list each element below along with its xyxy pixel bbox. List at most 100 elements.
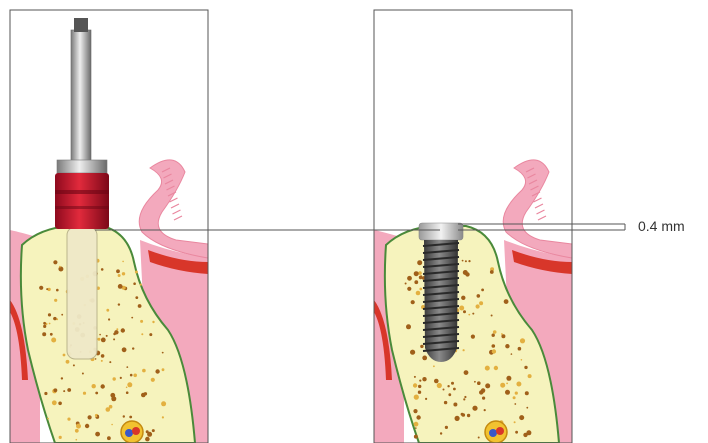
bone-pore xyxy=(98,338,101,341)
measurement-label: 0.4 mm xyxy=(638,218,685,234)
bone-pore xyxy=(476,304,480,308)
bone-pore xyxy=(53,260,57,264)
bone-pore xyxy=(419,288,422,291)
bone-pore xyxy=(73,364,75,366)
bone-pore xyxy=(415,427,417,429)
bone-pore xyxy=(453,403,457,407)
bone-pore xyxy=(516,382,521,387)
bone-pore xyxy=(146,430,149,433)
bone-pore xyxy=(122,261,124,263)
bone-pore xyxy=(425,398,427,400)
bone-pore xyxy=(101,354,105,358)
bone-pore xyxy=(463,270,468,275)
bone-pore xyxy=(481,388,485,392)
bone-pore xyxy=(461,413,464,416)
gauge-shaft xyxy=(71,30,91,162)
bone-pore xyxy=(506,376,511,381)
bone-pore xyxy=(414,395,419,400)
gauge-red-sleeve xyxy=(55,173,109,229)
bone-pore xyxy=(61,377,63,379)
bone-pore xyxy=(51,338,56,343)
bone-pore xyxy=(67,418,70,421)
bone-pore xyxy=(414,271,419,276)
bone-pore xyxy=(56,289,59,292)
bone-pore xyxy=(129,416,132,419)
bone-pore xyxy=(434,379,439,384)
bone-pore xyxy=(465,260,467,262)
bone-pore xyxy=(118,274,121,277)
bone-pore xyxy=(162,416,164,418)
bone-pore xyxy=(414,280,418,284)
bone-pore xyxy=(459,306,464,311)
gum-ridge xyxy=(174,216,182,220)
bone-pore xyxy=(471,335,475,339)
bone-pore xyxy=(494,366,498,370)
bone-pore xyxy=(482,397,485,400)
bone-pore xyxy=(485,383,490,388)
bone-pore xyxy=(418,385,421,388)
bone-pore xyxy=(418,271,422,275)
bone-pore xyxy=(95,432,100,437)
bone-pore xyxy=(524,366,527,369)
bone-pore xyxy=(453,388,456,391)
bone-pore xyxy=(67,388,71,392)
bone-pore xyxy=(75,429,79,433)
bone-pore xyxy=(50,333,53,336)
bone-pore xyxy=(58,402,62,406)
bone-pore xyxy=(130,374,133,377)
bone-pore xyxy=(76,439,78,441)
bone-pore xyxy=(463,349,465,351)
bone-pore xyxy=(47,418,49,420)
bone-pore xyxy=(443,389,445,391)
bone-pore xyxy=(108,318,110,320)
bone-pore xyxy=(477,381,481,385)
bone-pore xyxy=(490,270,494,274)
bone-pore xyxy=(61,314,63,316)
bone-pore xyxy=(504,299,509,304)
bone-pore xyxy=(110,393,115,398)
bone-pore xyxy=(505,344,509,348)
bone-pore xyxy=(42,332,46,336)
bone-pore xyxy=(113,338,115,340)
bone-pore xyxy=(85,424,89,428)
bone-pore xyxy=(99,334,101,336)
bone-pore xyxy=(49,323,51,325)
bone-pore xyxy=(101,268,104,271)
bone-pore xyxy=(464,370,469,375)
bone-pore xyxy=(514,421,516,423)
bone-pore xyxy=(101,360,103,362)
bone-pore xyxy=(63,354,66,357)
bone-pore xyxy=(463,398,465,400)
bone-pore xyxy=(122,272,125,275)
bone-pore xyxy=(114,330,118,334)
bone-pore xyxy=(447,385,449,387)
bone-pore xyxy=(118,303,120,305)
bone-pore xyxy=(413,409,417,413)
bone-pore xyxy=(133,374,137,378)
gum-ridge xyxy=(173,210,181,214)
bone-pore xyxy=(405,283,407,285)
bone-pore xyxy=(152,429,155,432)
bone-pore xyxy=(461,296,465,300)
bone-pore xyxy=(121,328,125,332)
bone-pore xyxy=(123,415,125,417)
bone-pore xyxy=(419,380,421,382)
bone-pore xyxy=(477,294,481,298)
bone-pore xyxy=(145,437,150,442)
bone-pore xyxy=(141,333,143,335)
bone-pore xyxy=(92,384,96,388)
bone-pore xyxy=(43,322,46,325)
bone-pore xyxy=(518,347,522,351)
bone-pore xyxy=(514,403,516,405)
bone-pore xyxy=(101,338,106,343)
bone-pore xyxy=(142,369,146,373)
bone-pore xyxy=(422,377,426,381)
bone-pore xyxy=(523,433,527,437)
bone-pore xyxy=(407,287,411,291)
bone-pore xyxy=(83,392,86,395)
bone-pore xyxy=(59,266,61,268)
bone-pore xyxy=(481,289,484,292)
bone-pore xyxy=(440,432,442,434)
bone-pore xyxy=(76,424,81,429)
bone-pore xyxy=(407,276,412,281)
